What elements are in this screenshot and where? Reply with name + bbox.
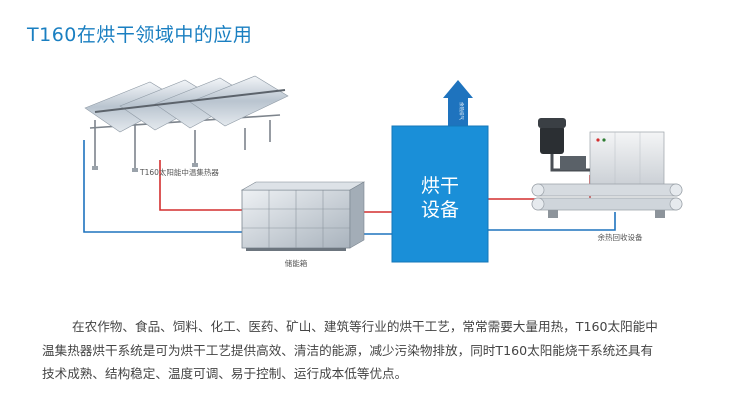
exhaust-label: 余热排气 <box>458 102 465 120</box>
storage-tank <box>240 181 366 251</box>
hot-pipe-collector-tank <box>159 160 242 211</box>
description-paragraph: 在农作物、食品、饲料、化工、医药、矿山、建筑等行业的烘干工艺，常常需要大量用热，… <box>42 319 658 381</box>
page-title: T160在烘干领域中的应用 <box>27 24 253 46</box>
exhaust-arrow <box>443 80 473 126</box>
cold-pipe-collector-tank <box>83 140 242 233</box>
tank-label: 储能箱 <box>285 258 308 268</box>
recovery-label: 余热回收设备 <box>598 232 643 242</box>
heat-recovery-machine <box>531 118 683 218</box>
collector-label: T160太阳能中温集热器 <box>139 167 219 177</box>
dryer-label-line1: 烘干 <box>421 175 459 197</box>
dryer-label-line2: 设备 <box>421 199 459 221</box>
drying-system-diagram: T160太阳能中温集热器 储能箱 余热排气 烘干 设备 <box>83 75 683 268</box>
hot-pipes <box>159 160 591 213</box>
dryer-box <box>391 125 489 263</box>
cold-pipe-dryer-recovery <box>488 212 616 231</box>
solar-collector <box>84 75 289 172</box>
